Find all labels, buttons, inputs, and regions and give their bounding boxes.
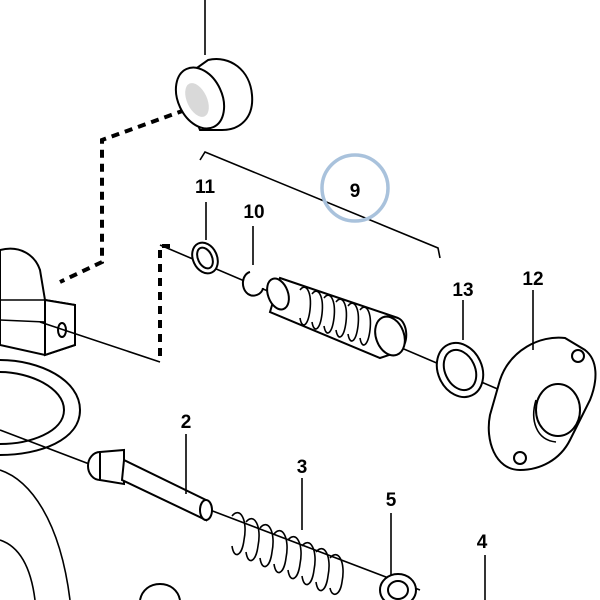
assembly-guide-middle: [158, 244, 170, 362]
piston-spring: [299, 286, 372, 346]
part-9-highlight-circle: [320, 153, 390, 223]
centerline-upper: [39, 321, 161, 363]
end-cap: [174, 0, 254, 131]
part-label-4: 4: [477, 532, 488, 553]
part-label-11: 11: [195, 177, 216, 198]
housing-body: [0, 247, 181, 600]
part-label-13: 13: [452, 280, 473, 301]
part-5-washer: [379, 513, 417, 600]
part-label-3: 3: [297, 457, 308, 478]
assembly-guide-top: [59, 108, 186, 284]
part-label-12: 12: [522, 269, 543, 290]
part-2-valve-stem: [87, 434, 213, 522]
part-label-2: 2: [181, 412, 192, 433]
part-10-circlip: [242, 226, 264, 297]
part-11-o-ring: [191, 202, 219, 275]
part-label-9: 9: [350, 181, 361, 202]
part-label-10: 10: [243, 202, 264, 223]
part-3-spring: [231, 478, 344, 595]
part-label-5: 5: [386, 490, 397, 511]
part-9-piston-assembly: [266, 276, 408, 360]
part-12-cover-flange: [487, 290, 597, 472]
part-9-bracket: [199, 151, 441, 259]
part-13-seal-ring: [435, 300, 485, 399]
